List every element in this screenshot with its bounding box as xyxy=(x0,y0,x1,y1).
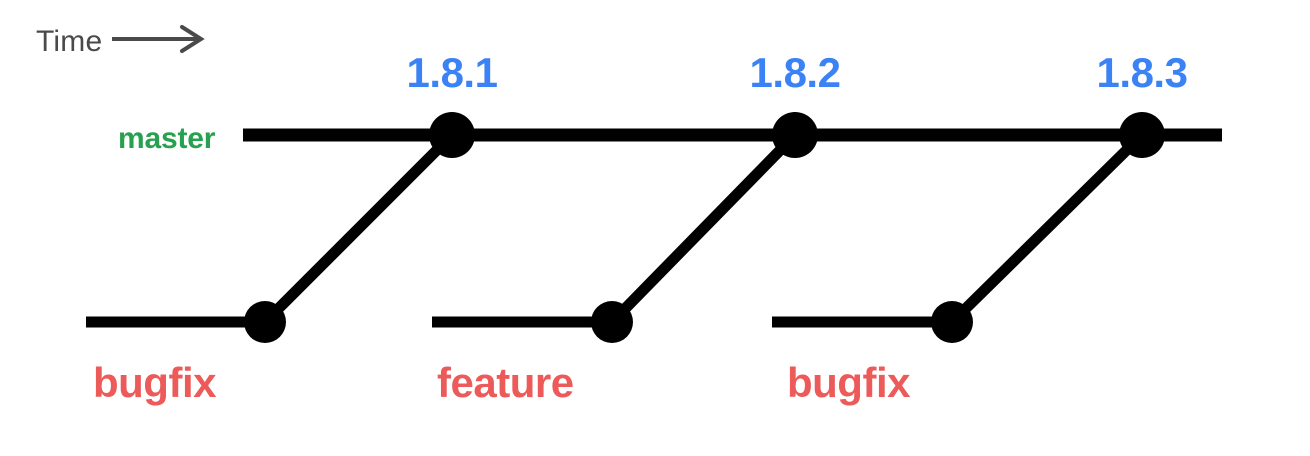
branch-label-bugfix-1: bugfix xyxy=(93,359,216,406)
time-axis-label: Time xyxy=(36,25,103,58)
master-branch-label: master xyxy=(118,122,216,155)
release-tag-1-8-2: 1.8.2 xyxy=(749,49,841,96)
merge-line-1 xyxy=(261,131,456,326)
right-arrow-icon xyxy=(112,25,205,53)
release-tag-1-8-1: 1.8.1 xyxy=(406,49,498,96)
release-node-3[interactable] xyxy=(1119,112,1165,158)
branch-commit-node-2[interactable] xyxy=(591,301,633,343)
merge-line-3 xyxy=(948,131,1146,326)
branch-commit-node-1[interactable] xyxy=(244,301,286,343)
branch-commit-node-3[interactable] xyxy=(931,301,973,343)
branch-label-bugfix-2: bugfix xyxy=(787,359,910,406)
release-node-1[interactable] xyxy=(429,112,475,158)
branch-label-feature: feature xyxy=(437,359,574,406)
release-tag-1-8-3: 1.8.3 xyxy=(1096,49,1188,96)
merge-line-2 xyxy=(608,131,799,326)
release-node-2[interactable] xyxy=(772,112,818,158)
